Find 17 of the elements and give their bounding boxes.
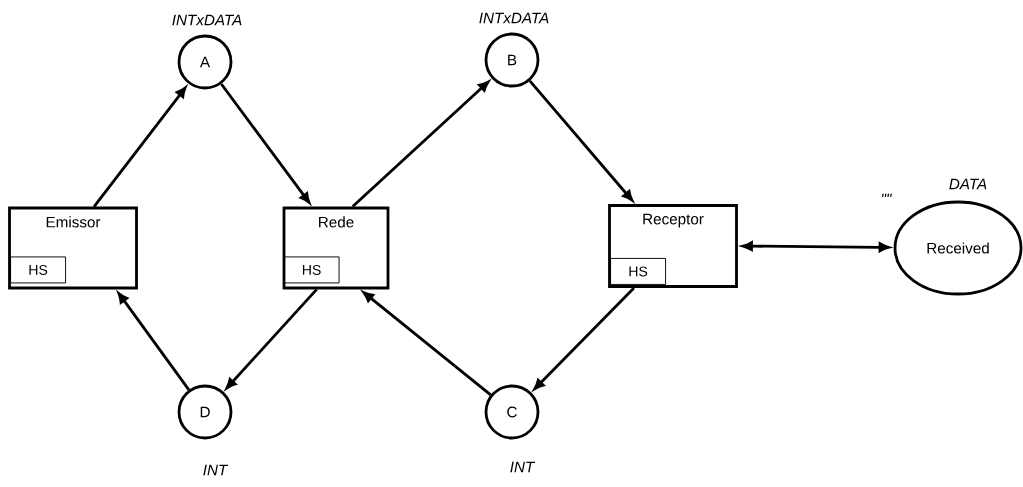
arrow bbox=[533, 286, 635, 390]
type-label: INT bbox=[203, 464, 229, 476]
type-label: INT bbox=[510, 461, 536, 473]
arrow bbox=[93, 86, 187, 208]
arrow bbox=[220, 83, 311, 204]
arrow bbox=[362, 291, 492, 396]
type-label: "" bbox=[882, 193, 892, 198]
hs-tag: HS bbox=[283, 256, 340, 284]
type-label: INTxDATA bbox=[479, 12, 549, 24]
arrow bbox=[117, 292, 191, 391]
hs-tag: HS bbox=[10, 256, 67, 284]
type-label: DATA bbox=[949, 178, 987, 190]
arrow bbox=[528, 79, 634, 202]
arrow bbox=[225, 288, 318, 390]
arrow bbox=[351, 80, 490, 208]
hs-tag: HS bbox=[610, 257, 667, 285]
type-label: INTxDATA bbox=[172, 14, 242, 26]
